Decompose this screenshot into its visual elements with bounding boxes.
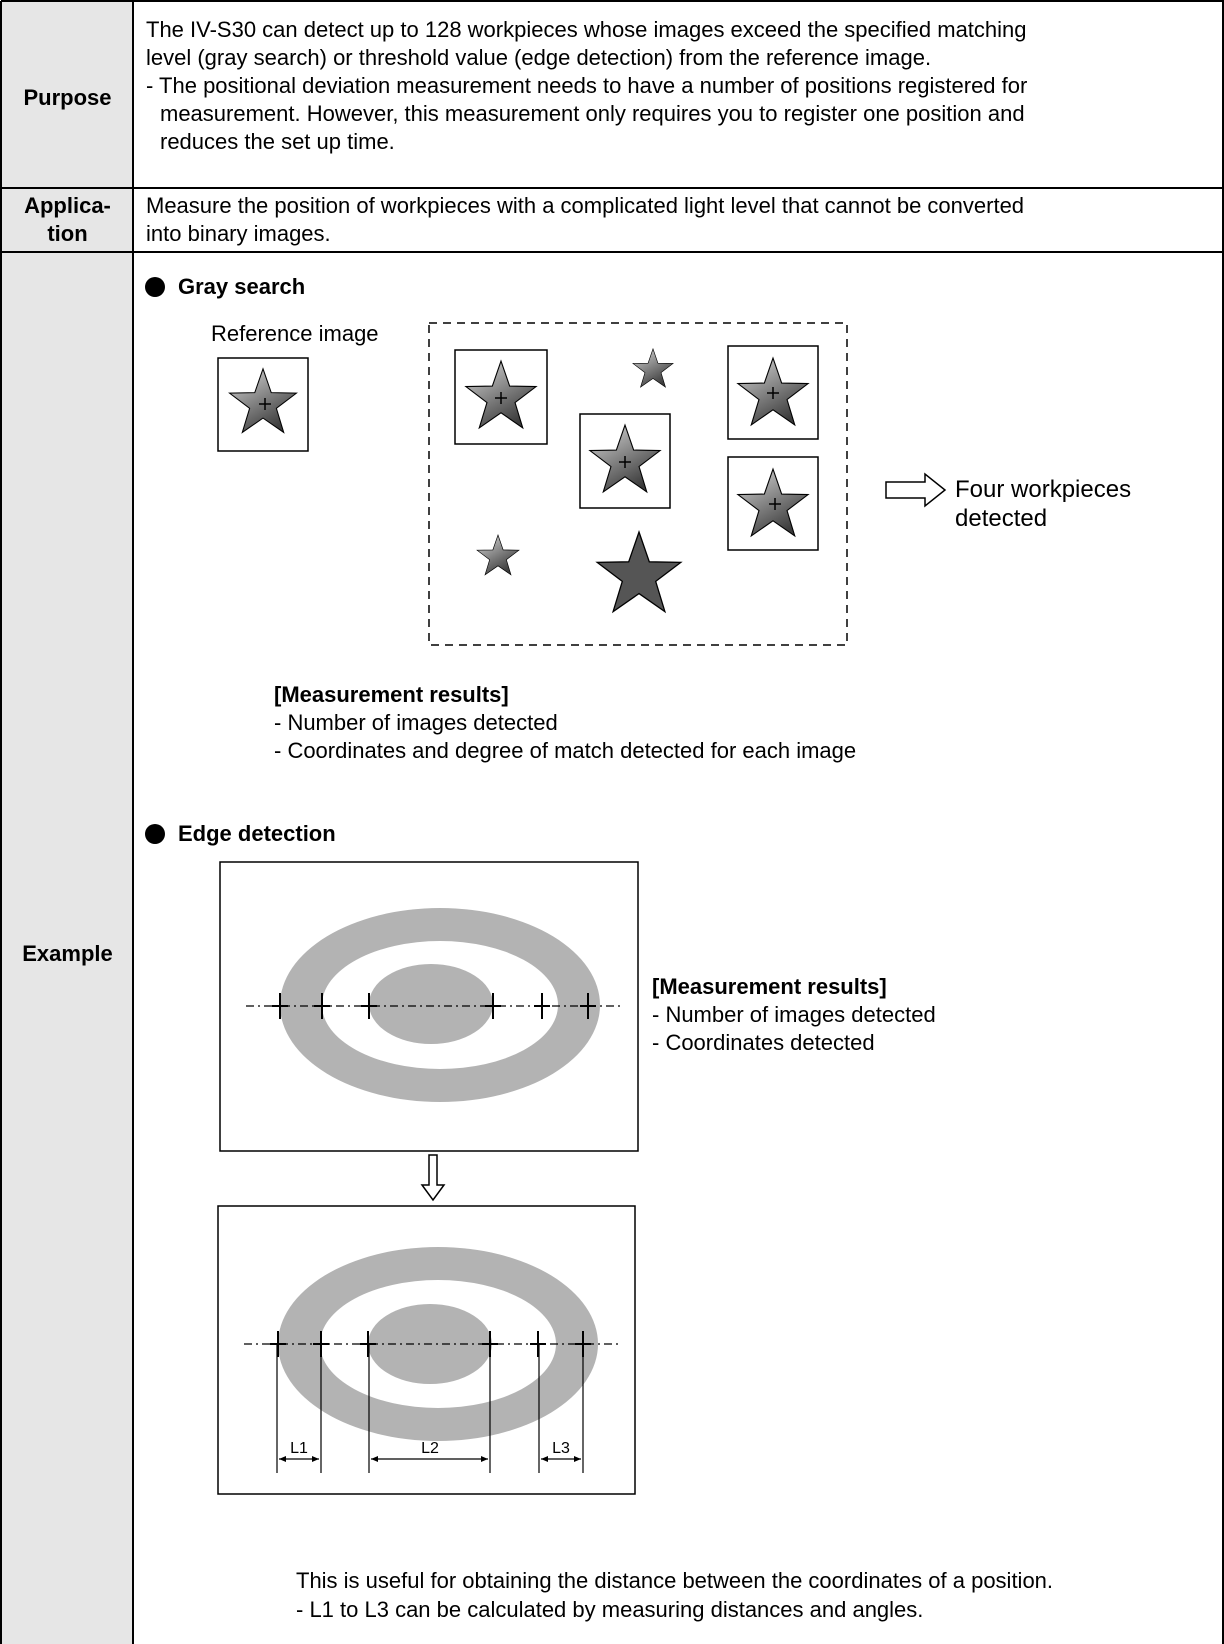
label-column-bg — [1, 1, 133, 1644]
arrow-right-icon — [885, 472, 947, 508]
distance-label-l2: L2 — [421, 1440, 439, 1457]
distance-label-l1: L1 — [290, 1440, 308, 1457]
gray-result-2: - Coordinates and degree of match detect… — [274, 738, 857, 763]
reference-image-label: Reference image — [211, 321, 379, 346]
bullet-icon — [145, 824, 165, 844]
row-label-application: Applica- tion — [2, 192, 133, 248]
row-label-purpose: Purpose — [23, 85, 112, 110]
crosshair-icon — [259, 398, 271, 410]
edge-result-2: - Coordinates detected — [652, 1030, 875, 1055]
gray-results-heading: [Measurement results] — [274, 682, 509, 707]
purpose-line-1: The IV-S30 can detect up to 128 workpiec… — [146, 17, 1027, 42]
search-area — [428, 322, 848, 646]
edge-detection-heading: Edge detection — [178, 821, 336, 846]
row-label-example: Example — [22, 941, 113, 966]
row-label-application-line1: Applica- — [24, 193, 111, 218]
edge-note-2: - L1 to L3 can be calculated by measurin… — [296, 1597, 924, 1622]
edge-result-1: - Number of images detected — [652, 1002, 936, 1027]
gray-search-heading: Gray search — [178, 274, 306, 299]
purpose-line-5: reduces the set up time. — [160, 129, 395, 154]
four-workpieces-label-1: Four workpieces — [955, 476, 1132, 503]
gray-result-1: - Number of images detected — [274, 710, 558, 735]
arrow-down-icon — [420, 1154, 446, 1202]
edge-results-heading: [Measurement results] — [652, 974, 887, 999]
four-workpieces-label-2: detected — [955, 505, 1048, 532]
bullet-icon — [145, 277, 165, 297]
purpose-line-2: level (gray search) or threshold value (… — [146, 45, 932, 70]
row-label-application-line2: tion — [47, 221, 88, 246]
application-line-2: into binary images. — [146, 221, 331, 246]
edge-note-1: This is useful for obtaining the distanc… — [296, 1568, 1054, 1593]
gray-search-diagram — [217, 322, 947, 646]
purpose-line-3: - The positional deviation measurement n… — [146, 73, 1028, 98]
star-icon — [595, 530, 683, 614]
distance-label-l3: L3 — [552, 1440, 570, 1457]
purpose-line-4: measurement. However, this measurement o… — [160, 101, 1025, 126]
application-line-1: Measure the position of workpieces with … — [146, 193, 1025, 218]
